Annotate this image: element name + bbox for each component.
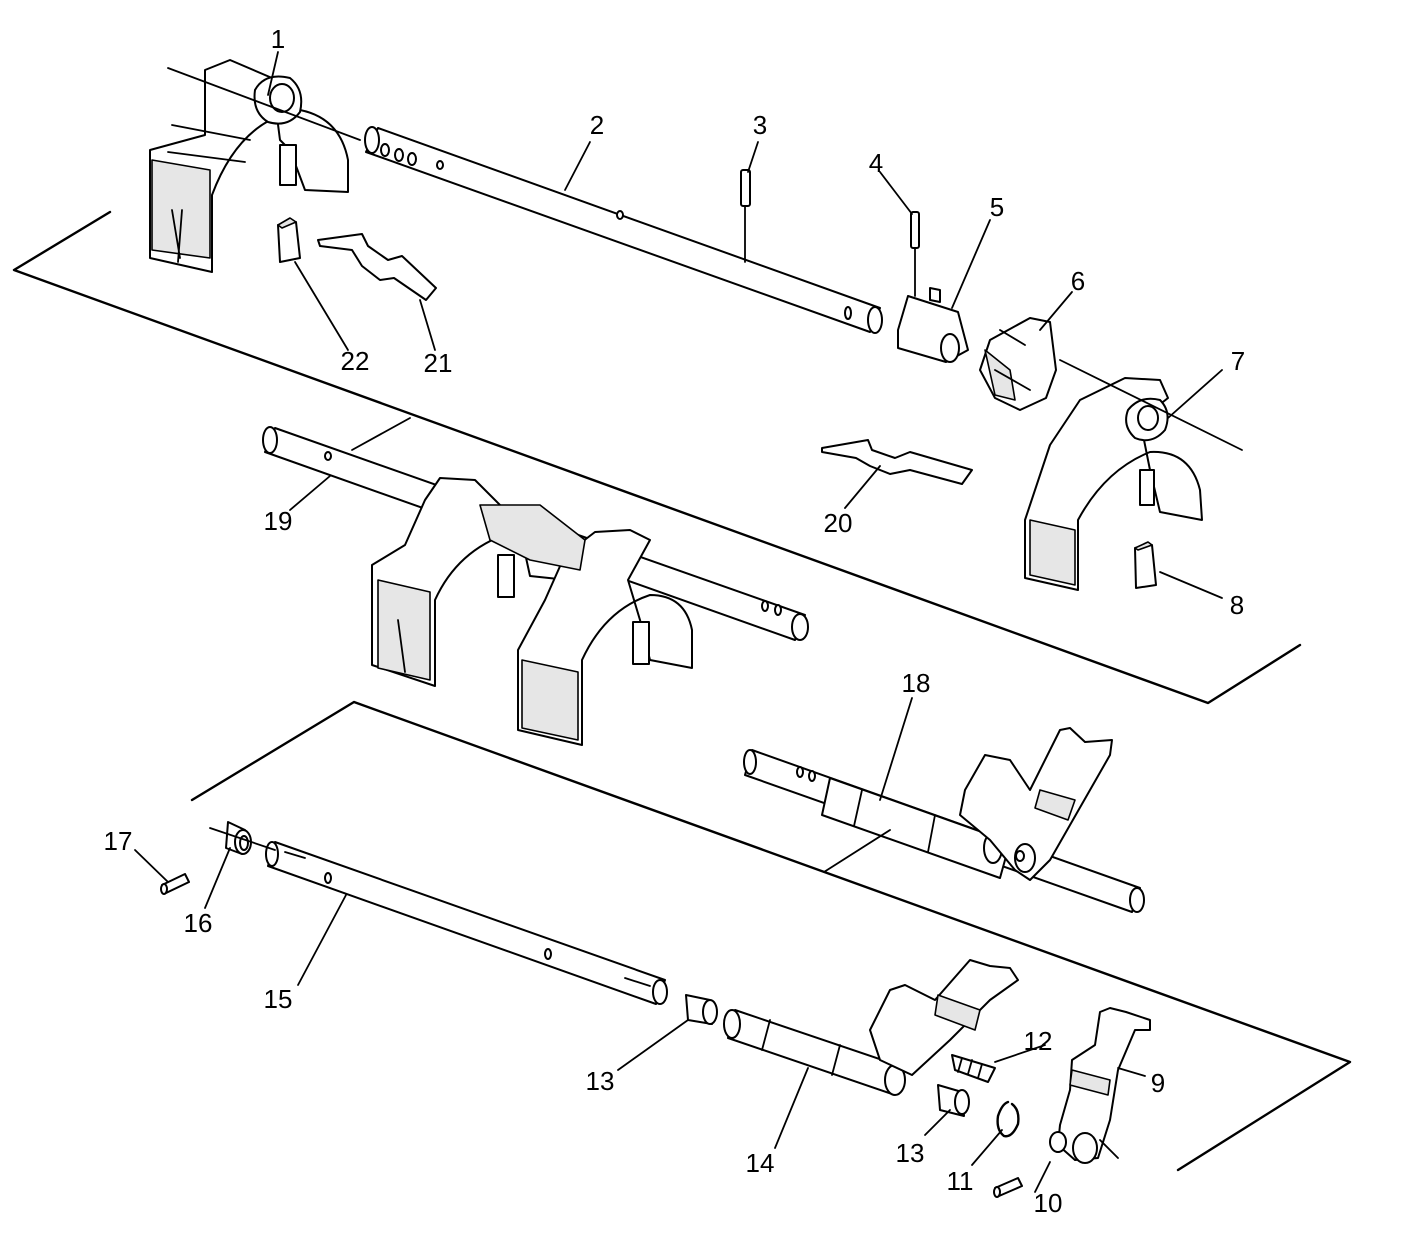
shift-rail-15 [209,827,668,1005]
callout-labels: 1 2 3 4 5 6 7 8 9 10 11 12 13 13 14 15 1… [104,24,1246,1218]
callout-17: 17 [104,826,133,856]
callout-14: 14 [746,1148,775,1178]
callout-22: 22 [341,346,370,376]
callout-10: 10 [1034,1188,1063,1218]
shift-fork-9 [1049,1007,1151,1164]
callout-20: 20 [824,508,853,538]
callout-6: 6 [1071,266,1085,296]
callout-21: 21 [424,348,453,378]
callout-9: 9 [1151,1068,1165,1098]
callout-8: 8 [1230,590,1244,620]
shift-rail-2 [364,126,883,334]
insert-8 [1134,541,1157,589]
callout-12: 12 [1024,1026,1053,1056]
pin-10 [993,1177,1023,1198]
callout-4: 4 [869,148,883,178]
callout-1: 1 [271,24,285,54]
bushing-13-left [685,994,718,1025]
detent-plate-20 [821,439,973,485]
callout-16: 16 [184,908,213,938]
shift-fork-7 [1024,359,1243,591]
bushing-13-right [937,1084,970,1117]
pin-3 [740,169,751,263]
insert-22 [277,217,301,263]
callout-5: 5 [990,192,1004,222]
insert-12 [951,1054,996,1083]
pin-17 [160,873,190,895]
callout-18: 18 [902,668,931,698]
shift-rail-19-assembly [262,426,809,746]
lower-group-frame [190,700,1352,1172]
interlock-6 [979,317,1057,411]
detent-plate-21 [317,233,437,301]
callout-15: 15 [264,984,293,1014]
selector-lug-5 [897,287,969,363]
bushing-16 [225,821,252,855]
callout-2: 2 [590,110,604,140]
leader-lines [134,51,1223,1193]
callout-3: 3 [753,110,767,140]
upper-group-frame [12,210,1302,705]
pin-4 [910,211,920,297]
shift-rail-18 [743,727,1145,913]
callout-19: 19 [264,506,293,536]
callout-11: 11 [947,1166,974,1196]
callout-13-left: 13 [586,1066,615,1096]
snap-ring-11 [996,1100,1020,1138]
callout-13-right: 13 [896,1138,925,1168]
shift-sleeve-14 [723,959,1019,1096]
shift-fork-1 [149,59,361,273]
callout-7: 7 [1231,346,1245,376]
